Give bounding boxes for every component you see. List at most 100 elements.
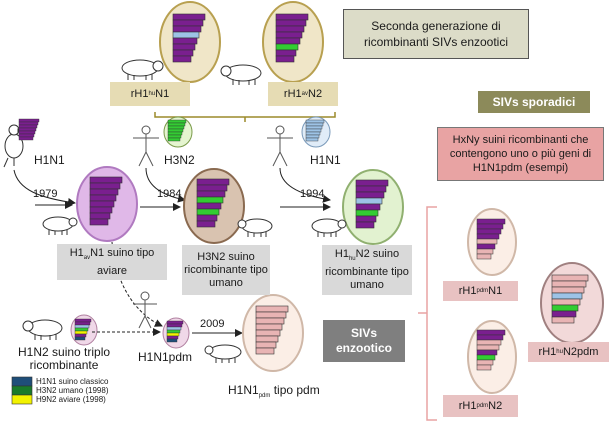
ex1-b: N1 <box>488 284 503 297</box>
year-1984: 1984 <box>157 188 182 200</box>
title-line1: Seconda generazione di <box>371 19 501 33</box>
sporadic-desc: HxNy suini ricombinanti che contengono u… <box>437 127 604 181</box>
rh1hu-a: rH1 <box>130 87 149 100</box>
oval-rh1pdm-n1 <box>467 208 517 276</box>
gene-bars-rh1av-n2 <box>275 13 309 63</box>
legend-label-h9n2: H9N2 aviare (1998) <box>36 395 106 404</box>
gene-bars-h3n2 <box>163 116 193 148</box>
oval-h1n2-triple <box>70 314 98 346</box>
oval-h1av-n1 <box>76 166 138 242</box>
label-h1n1-bird: H1N1 <box>34 153 65 167</box>
label-h1n1-human: H1N1 <box>310 153 341 167</box>
h1hu-line1: H1huN2 suino <box>335 248 399 266</box>
sporadic-desc-line1: HxNy suini ricombinanti che <box>452 134 589 146</box>
label-h1n1pdm-type: H1N1pdm tipo pdm <box>228 384 320 403</box>
h1n2-line1: H1N2 suino triplo <box>18 345 111 359</box>
h1av-line1: H1avN1 suino tipo <box>70 247 155 265</box>
pig-icon-top-left <box>121 59 164 80</box>
h1n1pdm-type-b: tipo pdm <box>270 383 320 397</box>
h3n2-line3: umano <box>209 276 243 289</box>
year-2009: 2009 <box>200 318 225 330</box>
pig-icon-h3n2 <box>237 218 273 237</box>
legend-swatch-h3n2 <box>11 385 33 396</box>
gene-bars-bird-h1n1 <box>18 118 40 141</box>
rh1av-a: rH1 <box>283 87 302 100</box>
label-h1hu-n2: H1huN2 suino ricombinante tipo umano <box>322 245 412 295</box>
oval-h1hu-n2 <box>342 169 404 245</box>
title-line2: ricombinanti SIVs enzootici <box>363 35 509 49</box>
top-bracket <box>154 112 336 122</box>
h1av-a: H1 <box>69 246 84 259</box>
ex3-sub: pdm <box>476 402 489 409</box>
ex2-b: N2pdm <box>562 345 599 358</box>
label-h3n2-lineage: H3N2 suino ricombinante tipo umano <box>182 245 270 295</box>
label-h1av-n1: H1avN1 suino tipo aviare <box>57 244 167 280</box>
legend-label-h3n2: H3N2 umano (1998) <box>36 386 109 395</box>
h1hu-sub: hu <box>348 256 356 262</box>
h1hu-line3: umano <box>350 279 384 291</box>
gene-bars-h1n1-right <box>301 116 331 148</box>
h1hu-b: N2 suino <box>355 248 400 260</box>
rh1hu-sub: hu <box>148 90 156 97</box>
oval-rh1hu-n2pdm <box>540 262 604 344</box>
oval-rh1hu-n1 <box>159 1 221 83</box>
human-icon-h1n1-right <box>267 125 293 167</box>
h3n2-line2: ricombinante tipo <box>184 263 268 276</box>
pig-icon-top-middle <box>220 64 262 85</box>
ex2-a: rH1 <box>538 345 557 358</box>
ex2-sub: hu <box>556 348 563 355</box>
h1hu-a: H1 <box>334 248 349 260</box>
ex1-a: rH1 <box>458 284 477 297</box>
oval-h3n2 <box>183 168 245 244</box>
oval-h1n1pdm-big <box>242 294 304 372</box>
pig-icon-h1avn1 <box>42 216 78 235</box>
h1hu-line2: ricombinante tipo <box>325 266 409 278</box>
oval-h1n1pdm-small <box>162 317 190 349</box>
h1n2-line2: ricombinante <box>29 358 99 372</box>
human-icon-h3n2 <box>133 125 159 167</box>
rh1hu-b: N1 <box>155 87 170 100</box>
pig-icon-h1hun2 <box>311 218 347 237</box>
label-h1n2-triple: H1N2 suino triplo ricombinante <box>18 346 110 372</box>
legend-label-h1n1: H1N1 suino classico <box>36 377 109 386</box>
h1av-sub: av <box>83 254 91 261</box>
rh1av-b: N2 <box>308 87 323 100</box>
ex1-sub: pdm <box>476 287 489 294</box>
legend-swatch-h1n1 <box>11 376 33 387</box>
h1n1pdm-type-sub: pdm <box>258 393 271 399</box>
label-h3n2-source: H3N2 <box>164 153 195 167</box>
ex3-b: N2 <box>488 399 503 412</box>
oval-rh1av-n2 <box>262 1 324 83</box>
ex3-a: rH1 <box>458 399 477 412</box>
legend-swatch-h9n2 <box>11 394 33 405</box>
enzootic-line2: enzootico <box>336 341 392 355</box>
arrow-h3n2-down <box>145 167 186 203</box>
label-h1n1pdm: H1N1pdm <box>138 350 193 364</box>
h1n1pdm-type-a: H1N1 <box>228 383 259 397</box>
rh1av-sub: av <box>301 90 308 97</box>
year-1994: 1994 <box>300 188 325 200</box>
year-1979: 1979 <box>33 188 58 200</box>
pig-icon-h1n1pdm <box>204 344 242 363</box>
sporadic-title: SIVs sporadici <box>478 91 590 113</box>
human-icon-h1n1pdm <box>133 291 157 329</box>
h1av-b: N1 suino tipo <box>90 246 155 259</box>
sporadic-desc-line2: contengono uno o più geni di <box>449 148 592 160</box>
sporadic-bracket <box>418 206 437 421</box>
arrow-h1n1-right-down <box>279 167 331 203</box>
title-box: Seconda generazione di ricombinanti SIVs… <box>343 9 529 59</box>
enzootic-box: SIVs enzootico <box>323 320 405 362</box>
sporadic-desc-line3: H1N1pdm (esempi) <box>472 162 569 174</box>
h1av-line2: aviare <box>97 264 127 277</box>
oval-rh1pdm-n2 <box>467 320 517 394</box>
h3n2-line1: H3N2 suino <box>197 250 255 263</box>
enzootic-line1: SIVs <box>350 326 377 340</box>
pig-icon-h1n2-triple <box>22 319 63 340</box>
bird-icon <box>3 124 25 168</box>
